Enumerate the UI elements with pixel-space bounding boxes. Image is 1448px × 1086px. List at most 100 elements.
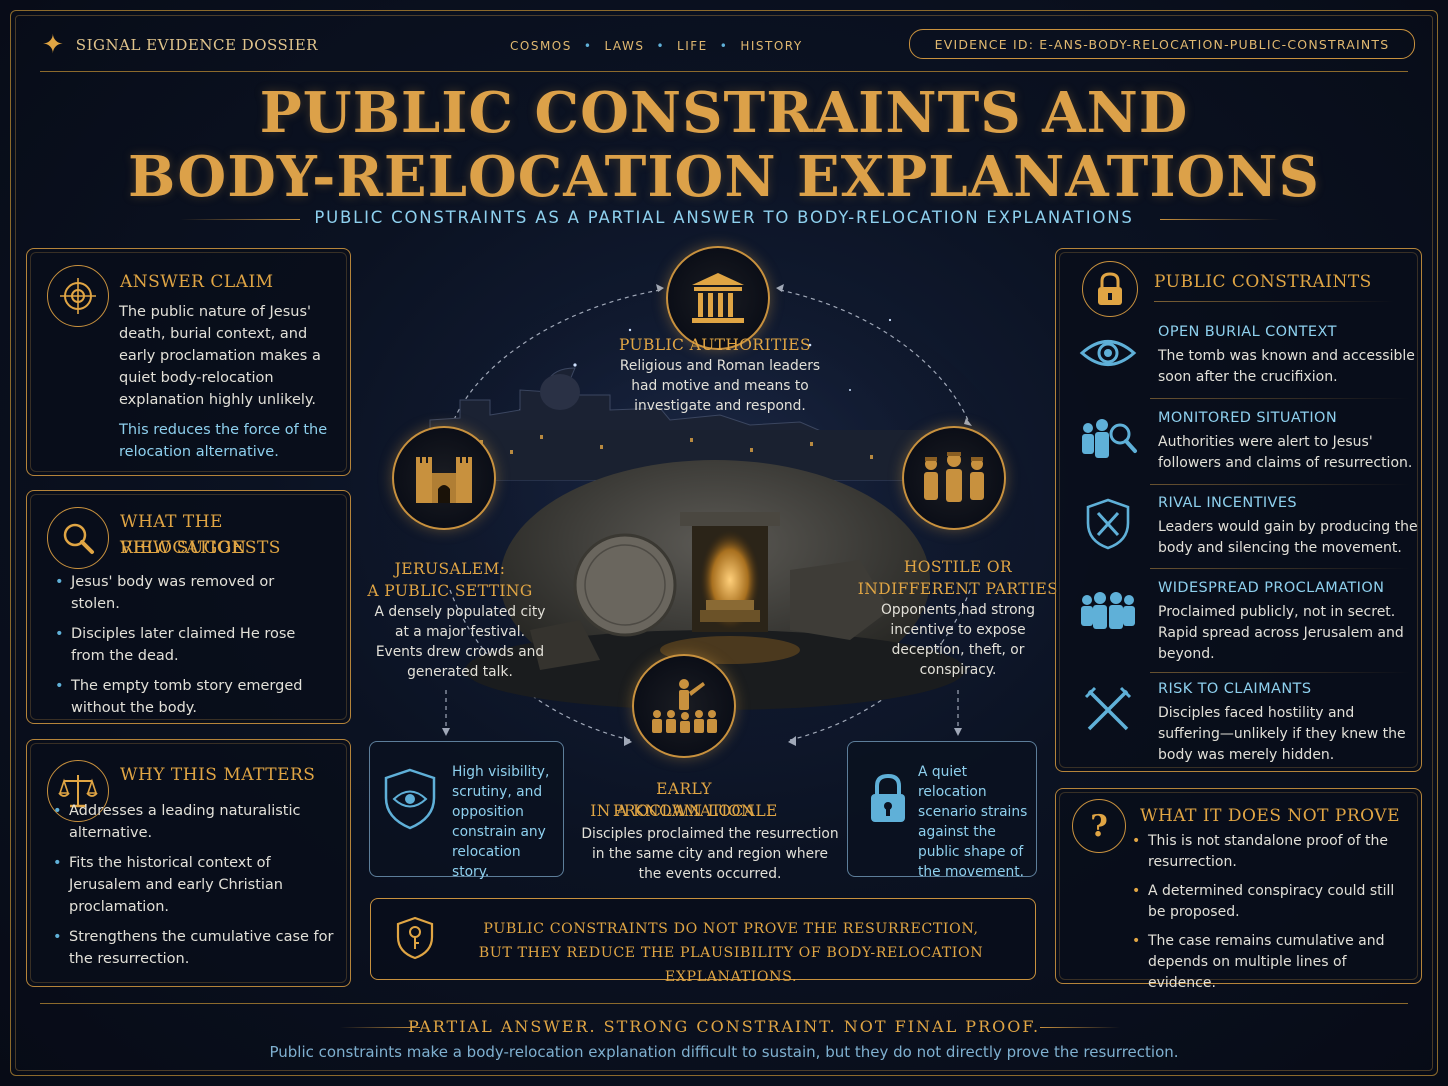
shield-key-icon — [396, 916, 434, 960]
constraint-text: Leaders would gain by producing the body… — [1158, 519, 1418, 556]
why-matters-panel: WHY THIS MATTERS Addresses a leading nat… — [26, 739, 351, 987]
constraint-title: OPEN BURIAL CONTEXT — [1158, 324, 1337, 340]
why-matters-list: Addresses a leading naturalistic alterna… — [51, 800, 336, 978]
header-divider — [40, 71, 1408, 72]
proclamation-heading-1: EARLY PROCLAMATION — [613, 780, 755, 820]
proclamation-heading-2: IN A KNOWN LOCALE — [590, 802, 778, 820]
page-title-line1: PUBLIC CONSTRAINTS AND — [259, 80, 1189, 146]
list-item: The case remains cumulative and depends … — [1130, 931, 1410, 994]
visibility-text: High visibility, scrutiny, and oppositio… — [452, 764, 550, 880]
divider — [1150, 484, 1410, 485]
answer-claim-heading: ANSWER CLAIM — [120, 272, 274, 292]
authorities-text: Religious and Roman leaders had motive a… — [619, 358, 821, 414]
people-search-icon — [1078, 414, 1138, 464]
divider — [1150, 568, 1410, 569]
nav-life[interactable]: LIFE — [677, 39, 708, 53]
list-item: Fits the historical context of Jerusalem… — [51, 852, 336, 918]
constraint-text: The tomb was known and accessible soon a… — [1158, 348, 1415, 385]
visibility-box: High visibility, scrutiny, and oppositio… — [369, 741, 564, 880]
heading-rule — [1154, 301, 1394, 302]
brand-name: SIGNAL EVIDENCE DOSSIER — [75, 36, 318, 54]
relocation-view-panel: WHAT THE RELOCATION VIEW SUGGESTS Jesus'… — [26, 490, 351, 724]
crowd-icon — [1078, 584, 1138, 634]
not-prove-panel: ? WHAT IT DOES NOT PROVE This is not sta… — [1055, 788, 1422, 991]
padlock-icon — [1082, 261, 1138, 317]
banner-line-2: BUT THEY REDUCE THE PLAUSIBILITY OF BODY… — [478, 945, 984, 985]
footer-divider — [40, 1003, 1408, 1004]
question-icon: ? — [1072, 799, 1126, 853]
list-item: Addresses a leading naturalistic alterna… — [51, 800, 336, 844]
relocation-view-heading-1: WHAT THE RELOCATION — [120, 512, 247, 558]
authorities-heading: PUBLIC AUTHORITIES — [618, 336, 812, 354]
not-prove-heading: WHAT IT DOES NOT PROVE — [1140, 806, 1400, 826]
relocation-view-list: Jesus' body was removed or stolen. Disci… — [53, 571, 313, 727]
nav-laws[interactable]: LAWS — [604, 39, 645, 53]
temple-icon — [692, 273, 744, 323]
relocation-view-heading-2: VIEW SUGGESTS — [120, 538, 281, 558]
constraint-text: Disciples faced hostility and suffering—… — [1158, 705, 1406, 763]
outer-frame — [10, 10, 1438, 1076]
hostile-text: Opponents had strong incentive to expose… — [880, 602, 1036, 678]
authorities-node — [666, 246, 770, 350]
hostile-node — [902, 426, 1006, 530]
quiet-relocation-text: A quiet relocation scenario strains agai… — [918, 764, 1028, 880]
castle-icon — [416, 457, 472, 503]
subtitle-rule-left — [180, 219, 300, 220]
constraint-title: WIDESPREAD PROCLAMATION — [1158, 580, 1385, 596]
proclamation-text: Disciples proclaimed the resurrection in… — [581, 826, 839, 882]
jerusalem-node — [392, 426, 496, 530]
divider — [1150, 672, 1410, 673]
not-prove-list: This is not standalone proof of the resu… — [1130, 831, 1410, 1002]
constraint-text: Authorities were alert to Jesus' followe… — [1158, 434, 1413, 471]
nav-dot: • — [719, 39, 729, 53]
why-matters-heading: WHY THIS MATTERS — [120, 765, 316, 785]
banner-text: PUBLIC CONSTRAINTS DO NOT PROVE THE RESU… — [441, 917, 1021, 989]
footer-summary: Public constraints make a body-relocatio… — [269, 1043, 1179, 1061]
top-nav: COSMOS • LAWS • LIFE • HISTORY — [510, 39, 803, 53]
hostile-heading-1: HOSTILE OR — [903, 558, 1013, 576]
nav-dot: • — [583, 39, 593, 53]
constraint-title: MONITORED SITUATION — [1158, 410, 1338, 426]
public-constraints-heading: PUBLIC CONSTRAINTS — [1154, 272, 1372, 292]
eye-icon — [1078, 328, 1138, 378]
answer-claim-note: This reduces the force of the relocation… — [119, 422, 328, 460]
list-item: Jesus' body was removed or stolen. — [53, 571, 313, 615]
preacher-crowd-icon — [652, 679, 717, 733]
nav-history[interactable]: HISTORY — [740, 39, 803, 53]
lock-icon — [871, 773, 905, 822]
page-subtitle: PUBLIC CONSTRAINTS AS A PARTIAL ANSWER T… — [314, 208, 1134, 227]
proclamation-node — [632, 654, 736, 758]
jerusalem-text: A densely populated city at a major fest… — [374, 604, 546, 680]
jerusalem-heading-2: A PUBLIC SETTING — [367, 582, 533, 600]
answer-claim-text: The public nature of Jesus' death, buria… — [119, 304, 321, 408]
constraint-title: RIVAL INCENTIVES — [1158, 495, 1298, 511]
jerusalem-heading-1: JERUSALEM: — [394, 560, 506, 578]
shield-eye-icon — [384, 768, 436, 830]
divider — [1150, 398, 1410, 399]
list-item: This is not standalone proof of the resu… — [1130, 831, 1410, 873]
soldiers-icon — [924, 452, 984, 502]
footer-rule-left — [340, 1027, 420, 1028]
nav-cosmos[interactable]: COSMOS — [510, 39, 572, 53]
nav-dot: • — [656, 39, 666, 53]
footer-tagline: PARTIAL ANSWER. STRONG CONSTRAINT. NOT F… — [407, 1017, 1041, 1036]
page-title-line2: BODY-RELOCATION EXPLANATIONS — [128, 144, 1320, 210]
magnifier-icon — [47, 507, 109, 569]
quiet-relocation-box: A quiet relocation scenario strains agai… — [847, 741, 1037, 880]
banner-line-1: PUBLIC CONSTRAINTS DO NOT PROVE THE RESU… — [483, 921, 979, 937]
list-item: The empty tomb story emerged without the… — [53, 675, 313, 719]
list-item: Disciples later claimed He rose from the… — [53, 623, 313, 667]
target-icon — [47, 265, 109, 327]
key-statement-banner: PUBLIC CONSTRAINTS DO NOT PROVE THE RESU… — [370, 898, 1036, 985]
answer-claim-panel: ANSWER CLAIM The public nature of Jesus'… — [26, 248, 351, 476]
constraint-text: Proclaimed publicly, not in secret. Rapi… — [1158, 604, 1404, 662]
hostile-heading-2: INDIFFERENT PARTIES — [857, 580, 1059, 598]
evidence-id-badge: EVIDENCE ID: E-ANS-BODY-RELOCATION-PUBLI… — [909, 29, 1415, 59]
crossed-swords-icon — [1078, 685, 1138, 735]
center-scene: PUBLIC AUTHORITIES Religious and Roman l… — [367, 246, 1058, 890]
brand: ✦ SIGNAL EVIDENCE DOSSIER — [42, 32, 318, 58]
public-constraints-panel: PUBLIC CONSTRAINTS — [1055, 248, 1422, 772]
constraint-title: RISK TO CLAIMANTS — [1158, 681, 1312, 697]
list-item: A determined conspiracy could still be p… — [1130, 881, 1410, 923]
compass-star-icon: ✦ — [42, 30, 64, 60]
